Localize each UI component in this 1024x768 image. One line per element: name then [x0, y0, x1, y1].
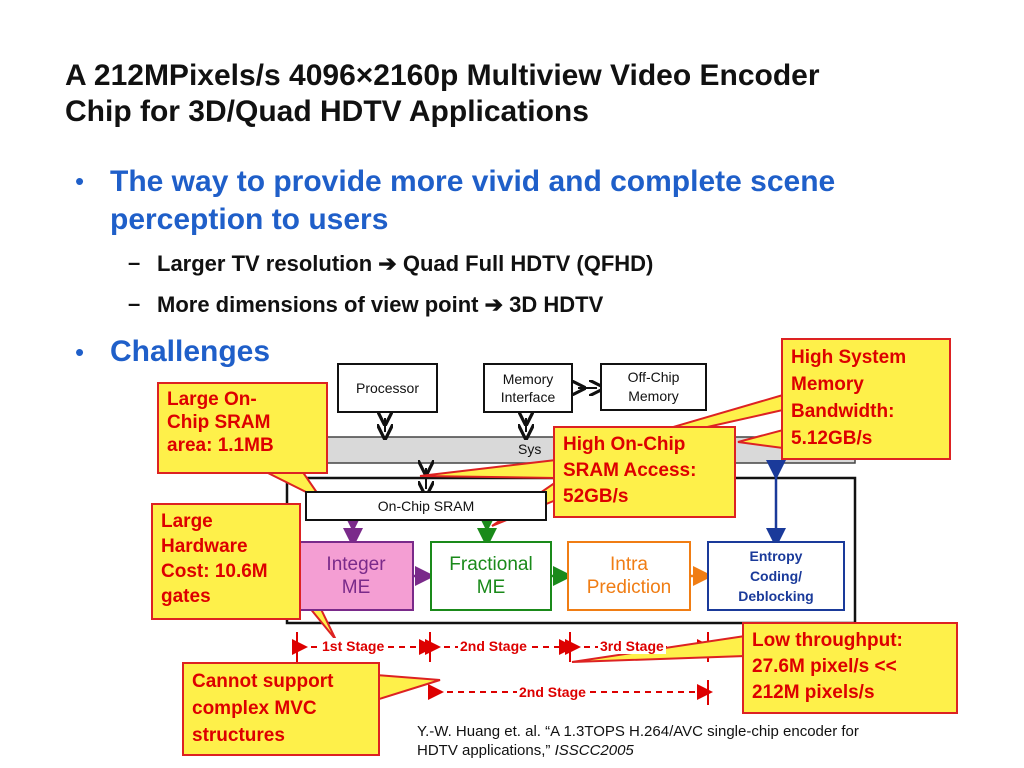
dash-marker: – [128, 291, 141, 316]
sub-bullet-1: Larger TV resolution ➔ Quad Full HDTV (Q… [157, 250, 957, 278]
callout-sram-access-line-3: 52GB/s [563, 486, 629, 507]
callout-bandwidth-line-1: High System [791, 347, 907, 368]
intra-prediction-box: Intra Prediction [567, 541, 691, 611]
fractional-me-line-1: Fractional [449, 554, 533, 575]
intra-prediction-line-1: Intra [609, 554, 649, 575]
slide-title: A 212MPixels/s 4096×2160p Multiview Vide… [65, 58, 965, 130]
stage-3-label: 3rd Stage [598, 638, 666, 654]
memory-interface-box: Memory Interface [483, 363, 573, 413]
sub-bullet-1-text: Larger TV resolution [157, 251, 373, 276]
callout-throughput-line-3: 212M pixels/s [752, 682, 875, 703]
title-line-2: Chip for 3D/Quad HDTV Applications [65, 95, 589, 128]
callout-hardware-line-2: Hardware [161, 536, 248, 557]
entropy-line-3: Deblocking [738, 588, 814, 604]
callout-hardware-line-3: Cost: 10.6M [161, 561, 268, 582]
bullet-marker: • [75, 337, 85, 367]
intra-prediction-line-2: Prediction [586, 577, 672, 598]
right-arrow-icon: ➔ [378, 251, 397, 276]
sub-bullet-2-text: More dimensions of view point [157, 292, 479, 317]
callout-bandwidth-line-4: 5.12GB/s [791, 428, 873, 449]
bullet-1-line-1: The way to provide more vivid and comple… [110, 165, 836, 198]
sub-bullet-1-result: Quad Full HDTV (QFHD) [402, 251, 654, 276]
callout-throughput-line-1: Low throughput: [752, 630, 903, 651]
processor-label: Processor [355, 380, 420, 396]
callout-sram-access-line-2: SRAM Access: [563, 460, 697, 481]
callout-hardware-cost: Large Hardware Cost: 10.6M gates [151, 503, 301, 620]
callout-sram-area-line-2: Chip SRAM [167, 412, 271, 433]
callout-mvc-line-2: complex MVC [192, 698, 317, 719]
on-chip-sram-box: On-Chip SRAM [305, 491, 547, 521]
fractional-me-box: Fractional ME [430, 541, 552, 611]
off-chip-memory-box: Off-Chip Memory [600, 363, 707, 411]
callout-hardware-line-1: Large [161, 511, 213, 532]
bullet-2: Challenges [110, 335, 271, 368]
right-arrow-icon: ➔ [484, 292, 504, 317]
callout-mvc-line-3: structures [192, 725, 285, 746]
sub-bullet-2-result: 3D HDTV [509, 292, 604, 317]
sub-bullet-2: More dimensions of view point ➔ 3D HDTV [157, 291, 957, 319]
callout-hardware-line-4: gates [161, 586, 211, 607]
reference-citation: Y.-W. Huang et. al. “A 1.3TOPS H.264/AVC… [417, 722, 1017, 760]
entropy-line-1: Entropy [749, 548, 803, 564]
callout-mvc: Cannot support complex MVC structures [182, 662, 380, 756]
entropy-line-2: Coding/ [749, 568, 803, 584]
dash-marker: – [128, 250, 141, 275]
system-bus-label: Sys [518, 441, 542, 457]
fractional-me-line-2: ME [476, 577, 506, 598]
entropy-coding-box: Entropy Coding/ Deblocking [707, 541, 845, 611]
callout-mvc-line-1: Cannot support [192, 671, 334, 692]
reference-line-2: HDTV applications,” ISSCC2005 [417, 741, 1017, 760]
callout-bandwidth-line-2: Memory [791, 374, 864, 395]
integer-me-box: Integer ME [298, 541, 414, 611]
callout-bandwidth-line-3: Bandwidth: [791, 401, 895, 422]
stage-1-label: 1st Stage [320, 638, 387, 654]
callout-sram-area: Large On- Chip SRAM area: 1.1MB [157, 382, 328, 474]
callout-throughput: Low throughput: 27.6M pixel/s << 212M pi… [742, 622, 958, 714]
integer-me-line-1: Integer [326, 554, 386, 575]
stage-2-label: 2nd Stage [458, 638, 529, 654]
processor-box: Processor [337, 363, 438, 413]
integer-me-line-2: ME [341, 577, 371, 598]
callout-pointer-mvc [375, 673, 441, 702]
off-chip-memory-line-2: Memory [628, 388, 679, 404]
off-chip-memory-line-1: Off-Chip [627, 369, 680, 385]
callout-throughput-line-2: 27.6M pixel/s << [752, 656, 897, 677]
callout-sram-access: High On-Chip SRAM Access: 52GB/s [553, 426, 736, 518]
memory-interface-line-1: Memory [502, 371, 554, 387]
reference-line-2-text: HDTV applications,” [417, 742, 555, 759]
bullet-marker: • [75, 166, 85, 196]
callout-sram-area-line-3: area: 1.1MB [167, 435, 274, 456]
memory-interface-line-2: Interface [500, 389, 556, 405]
callout-sram-access-line-1: High On-Chip [563, 434, 686, 455]
callout-memory-bandwidth: High System Memory Bandwidth: 5.12GB/s [781, 338, 951, 460]
reference-venue: ISSCC2005 [554, 742, 634, 759]
callout-sram-area-line-1: Large On- [167, 389, 257, 410]
stage-row2-label: 2nd Stage [517, 684, 588, 700]
title-line-1: A 212MPixels/s 4096×2160p Multiview Vide… [65, 59, 820, 92]
bullet-1-line-2: perception to users [110, 203, 389, 236]
bullet-1: The way to provide more vivid and comple… [110, 163, 990, 239]
on-chip-sram-label: On-Chip SRAM [377, 498, 475, 514]
reference-line-1: Y.-W. Huang et. al. “A 1.3TOPS H.264/AVC… [417, 723, 859, 740]
